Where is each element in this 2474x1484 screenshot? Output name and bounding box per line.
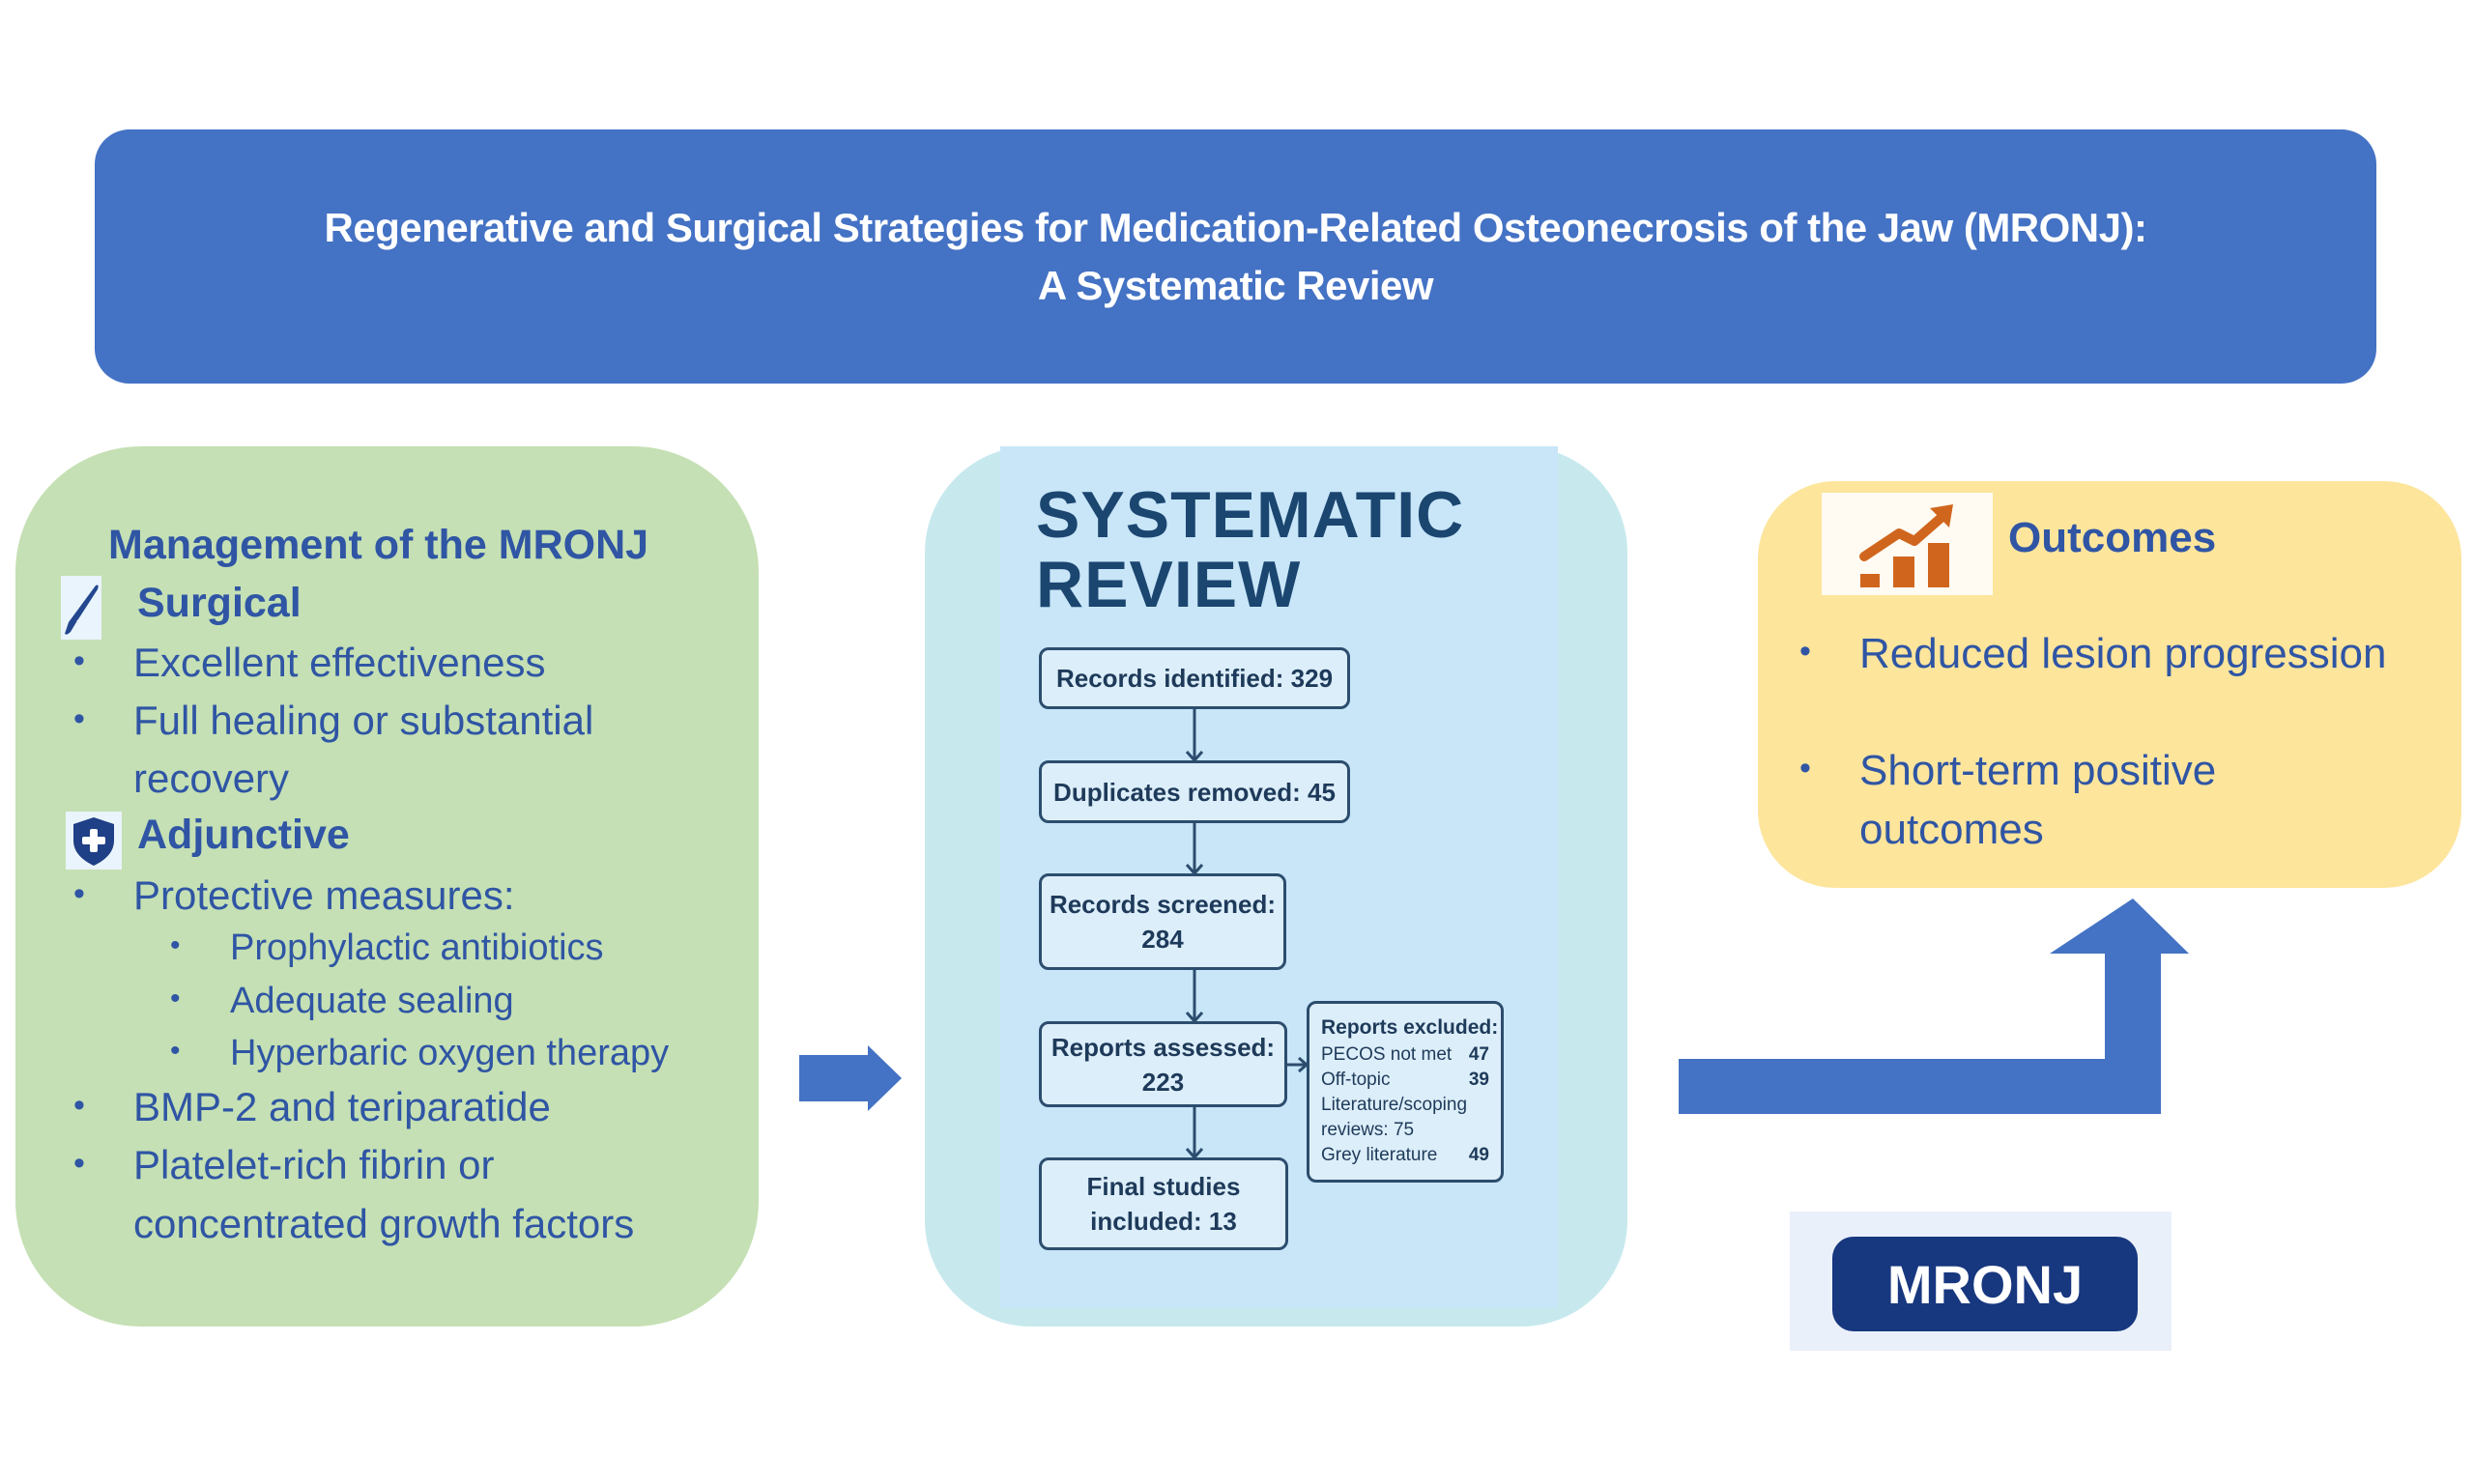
adjunctive-subitem: Hyperbaric oxygen therapy [230,1033,670,1073]
bent-up-arrow-icon [1679,899,2189,1114]
adjunctive-subitem: Adequate sealing [230,981,514,1021]
bullet-icon: • [170,929,181,961]
growth-chart-icon [1822,493,1993,595]
bullet-icon: • [73,642,85,679]
excluded-reason: Literature/scoping [1321,1095,1468,1115]
scalpel-icon [61,576,101,640]
excluded-reason: Off-topic [1321,1070,1391,1090]
systematic-review-title-line2: REVIEW [1036,548,1302,621]
bullet-icon: • [1799,633,1811,670]
surgical-item: Full healing or substantial [133,698,594,743]
outcome-item: Reduced lesion progression [1859,630,2387,677]
mronj-badge: MRONJ [1832,1237,2138,1331]
excluded-row: Grey literature 49 [1321,1143,1489,1168]
flow-final-value: included: 13 [1090,1207,1237,1236]
bullet-icon: • [1799,750,1811,786]
adjunctive-item: BMP-2 and teriparatide [133,1084,551,1129]
excluded-count: 47 [1468,1044,1489,1065]
flow-duplicates-text: Duplicates removed: 45 [1053,777,1336,807]
excluded-reason: PECOS not met [1321,1044,1453,1065]
bullet-icon: • [170,983,181,1014]
shield-plus-icon [66,812,122,870]
flow-identified-text: Records identified: 329 [1055,664,1334,693]
excluded-row: Off-topic 39 [1321,1068,1489,1093]
excluded-reason: reviews: 75 [1321,1120,1415,1140]
flow-assessed-value: 223 [1141,1067,1185,1097]
reports-excluded-box: Reports excluded: PECOS not met 47 Off-to… [1307,1001,1504,1183]
bullet-icon: • [73,1087,85,1124]
excluded-row: reviews: 75 [1321,1118,1489,1143]
adjunctive-heading: Adjunctive [137,812,350,858]
title-line-1: Regenerative and Surgical Strategies for… [324,204,2147,250]
adjunctive-item: Platelet-rich fibrin or [133,1142,495,1187]
bullet-icon: • [170,1035,181,1067]
management-panel [15,446,759,1327]
adjunctive-item: Protective measures: [133,872,515,918]
flow-box-assessed: Reports assessed: 223 [1039,1021,1287,1107]
excluded-count: 39 [1468,1070,1489,1090]
surgical-heading: Surgical [137,580,302,626]
outcomes-heading: Outcomes [2008,514,2217,561]
excluded-reason: Grey literature [1321,1145,1438,1165]
adjunctive-subitem: Prophylactic antibiotics [230,928,604,968]
flow-screened-label: Records screened: [1049,890,1277,919]
bullet-icon: • [73,875,85,912]
adjunctive-item-continued: concentrated growth factors [133,1201,635,1246]
excluded-row: Literature/scoping [1321,1093,1489,1118]
management-heading: Management of the MRONJ [108,522,649,568]
surgical-item-continued: recovery [133,756,290,801]
title-banner: Regenerative and Surgical Strategies for… [95,129,2376,384]
bullet-icon: • [73,1145,85,1182]
surgical-item: Excellent effectiveness [133,640,546,685]
flow-final-label: Final studies [1086,1172,1241,1201]
flow-assessed-label: Reports assessed: [1050,1032,1276,1062]
bullet-icon: • [73,700,85,737]
flow-box-final: Final studies included: 13 [1039,1157,1288,1250]
excluded-row: PECOS not met 47 [1321,1042,1489,1068]
excluded-heading: Reports excluded: [1321,1016,1499,1039]
flow-box-identified: Records identified: 329 [1039,647,1350,709]
systematic-review-title-line1: SYSTEMATIC [1036,478,1465,552]
outcome-item-continued: outcomes [1859,806,2044,853]
excluded-count: 49 [1468,1145,1489,1165]
flow-box-screened: Records screened: 284 [1039,873,1286,970]
right-arrow-icon [799,1045,902,1111]
flow-screened-value: 284 [1141,925,1184,954]
title-line-2: A Systematic Review [1037,262,1434,308]
flow-box-duplicates: Duplicates removed: 45 [1039,760,1350,823]
outcome-item: Short-term positive [1859,747,2217,794]
